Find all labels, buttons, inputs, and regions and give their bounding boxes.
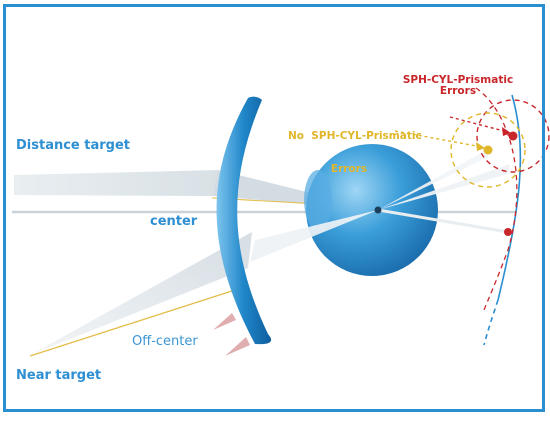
- sph-cyl-errors-label: SPH-CYL-Prismatic Errors: [398, 74, 518, 98]
- near-target-beam: [30, 232, 252, 355]
- center-focus-point: [504, 228, 512, 236]
- ray-to-yellow-point: [378, 148, 490, 210]
- ray-to-red-point: [378, 164, 510, 210]
- lens: [216, 96, 272, 345]
- retina-curve: [497, 94, 522, 301]
- error-arrow-head: [502, 127, 511, 136]
- distance-target-label: Distance target: [16, 138, 131, 153]
- near-ray-inside: [250, 210, 378, 262]
- off-center-label: Off-center: [132, 334, 198, 349]
- sph-cyl-errors-line-1: SPH-CYL-Prismatic: [402, 74, 514, 86]
- off-center-arrow-1: [213, 313, 236, 330]
- error-zone-circle: [476, 99, 550, 173]
- eye-ball: [306, 144, 438, 276]
- off-center-arrow-2: [225, 337, 250, 356]
- error-arrow: [449, 116, 509, 133]
- center-label: center: [150, 214, 198, 229]
- nodal-point: [374, 206, 382, 214]
- retina-curve-dashed: [483, 299, 499, 346]
- no-error-focus-point: [483, 145, 493, 155]
- distance-target-beam: [14, 170, 218, 196]
- center-ray-out: [377, 208, 509, 234]
- no-error-zone-circle: [450, 112, 526, 188]
- no-sph-cyl-errors-line-2: Errors: [330, 163, 368, 176]
- no-error-arrow: [394, 130, 483, 148]
- no-sph-cyl-errors-label: No SPH-CYL-Prismatic Errors: [288, 109, 422, 197]
- near-target-label: Near target: [16, 368, 102, 383]
- cornea: [304, 170, 332, 230]
- no-sph-cyl-errors-line-1: No SPH-CYL-Prismatic: [288, 130, 422, 143]
- no-error-arrow-head: [476, 142, 485, 151]
- figure-border: [3, 4, 545, 412]
- error-focus-point: [508, 131, 518, 141]
- near-beam-edge: [29, 288, 239, 357]
- sph-cyl-errors-line-2: Errors: [439, 85, 477, 98]
